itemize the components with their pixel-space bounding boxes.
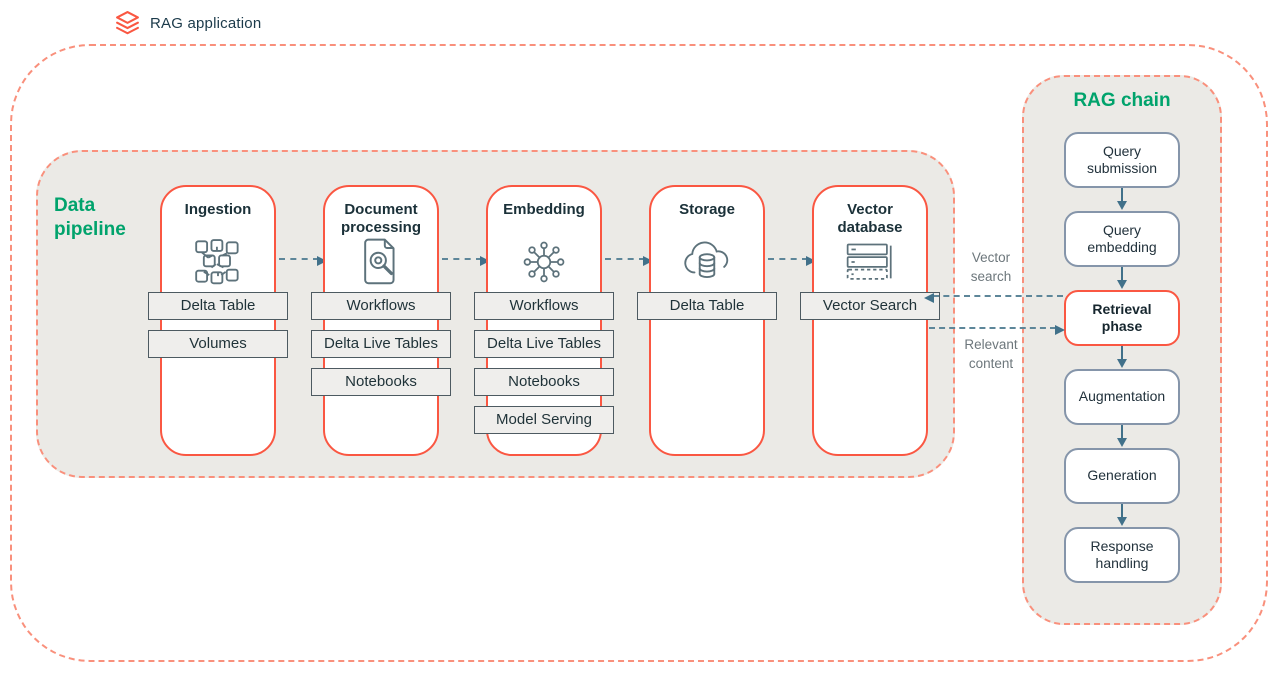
stage-items: Delta Table: [637, 292, 777, 320]
chain-node-response-handling: Response handling: [1064, 527, 1180, 583]
stage-item-vector-search: Vector Search: [800, 292, 940, 320]
stage-item-workflows: Workflows: [474, 292, 614, 320]
stage-title: Storage: [679, 201, 735, 218]
app-header: RAG application: [114, 10, 261, 37]
chain-flow-arrow: [1116, 504, 1128, 527]
stage-item-delta-live-tables: Delta Live Tables: [474, 330, 614, 358]
conn-arrow-vector-search: [924, 292, 1063, 303]
pipeline-title: Data pipeline: [54, 195, 126, 240]
pipeline-flow-arrow: [605, 255, 653, 266]
chain-flow-arrow: [1116, 267, 1128, 290]
stage-item-delta-table: Delta Table: [637, 292, 777, 320]
stage-items: Vector Search: [800, 292, 940, 320]
conn-label-vector-search: Vector search: [970, 250, 1012, 284]
pipeline-flow-arrow: [279, 255, 327, 266]
chain-node-query-submission: Query submission: [1064, 132, 1180, 188]
rag-application-boundary: [10, 44, 1268, 662]
conn-label-relevant-content: Relevant content: [964, 337, 1018, 371]
stage-item-delta-table: Delta Table: [148, 292, 288, 320]
grid-nodes-icon: [162, 235, 274, 289]
cloud-database-icon: [651, 235, 763, 289]
stage-title: Document processing: [340, 201, 422, 236]
stage-item-notebooks: Notebooks: [474, 368, 614, 396]
conn-arrow-relevant-content: [929, 324, 1065, 335]
stage-title: Vector database: [837, 201, 903, 236]
document-search-icon: [325, 235, 437, 289]
embedding-network-icon: [488, 235, 600, 289]
chain-flow-arrow: [1116, 346, 1128, 369]
stage-item-notebooks: Notebooks: [311, 368, 451, 396]
chain-node-generation: Generation: [1064, 448, 1180, 504]
chain-title: RAG chain: [1073, 90, 1171, 111]
stage-item-model-serving: Model Serving: [474, 406, 614, 434]
stage-item-delta-live-tables: Delta Live Tables: [311, 330, 451, 358]
app-title: RAG application: [150, 15, 262, 32]
chain-node-augmentation: Augmentation: [1064, 369, 1180, 425]
stage-item-volumes: Volumes: [148, 330, 288, 358]
chain-node-query-embedding: Query embedding: [1064, 211, 1180, 267]
chain-flow-arrow: [1116, 425, 1128, 448]
chain-node-retrieval-phase: Retrieval phase: [1064, 290, 1180, 346]
pipeline-flow-arrow: [442, 255, 490, 266]
vector-index-icon: [814, 235, 926, 289]
chain-flow-arrow: [1116, 188, 1128, 211]
stage-title: Embedding: [503, 201, 585, 218]
pipeline-flow-arrow: [768, 255, 816, 266]
databricks-logo-icon: [114, 10, 141, 37]
stage-title: Ingestion: [184, 201, 252, 218]
stage-item-workflows: Workflows: [311, 292, 451, 320]
